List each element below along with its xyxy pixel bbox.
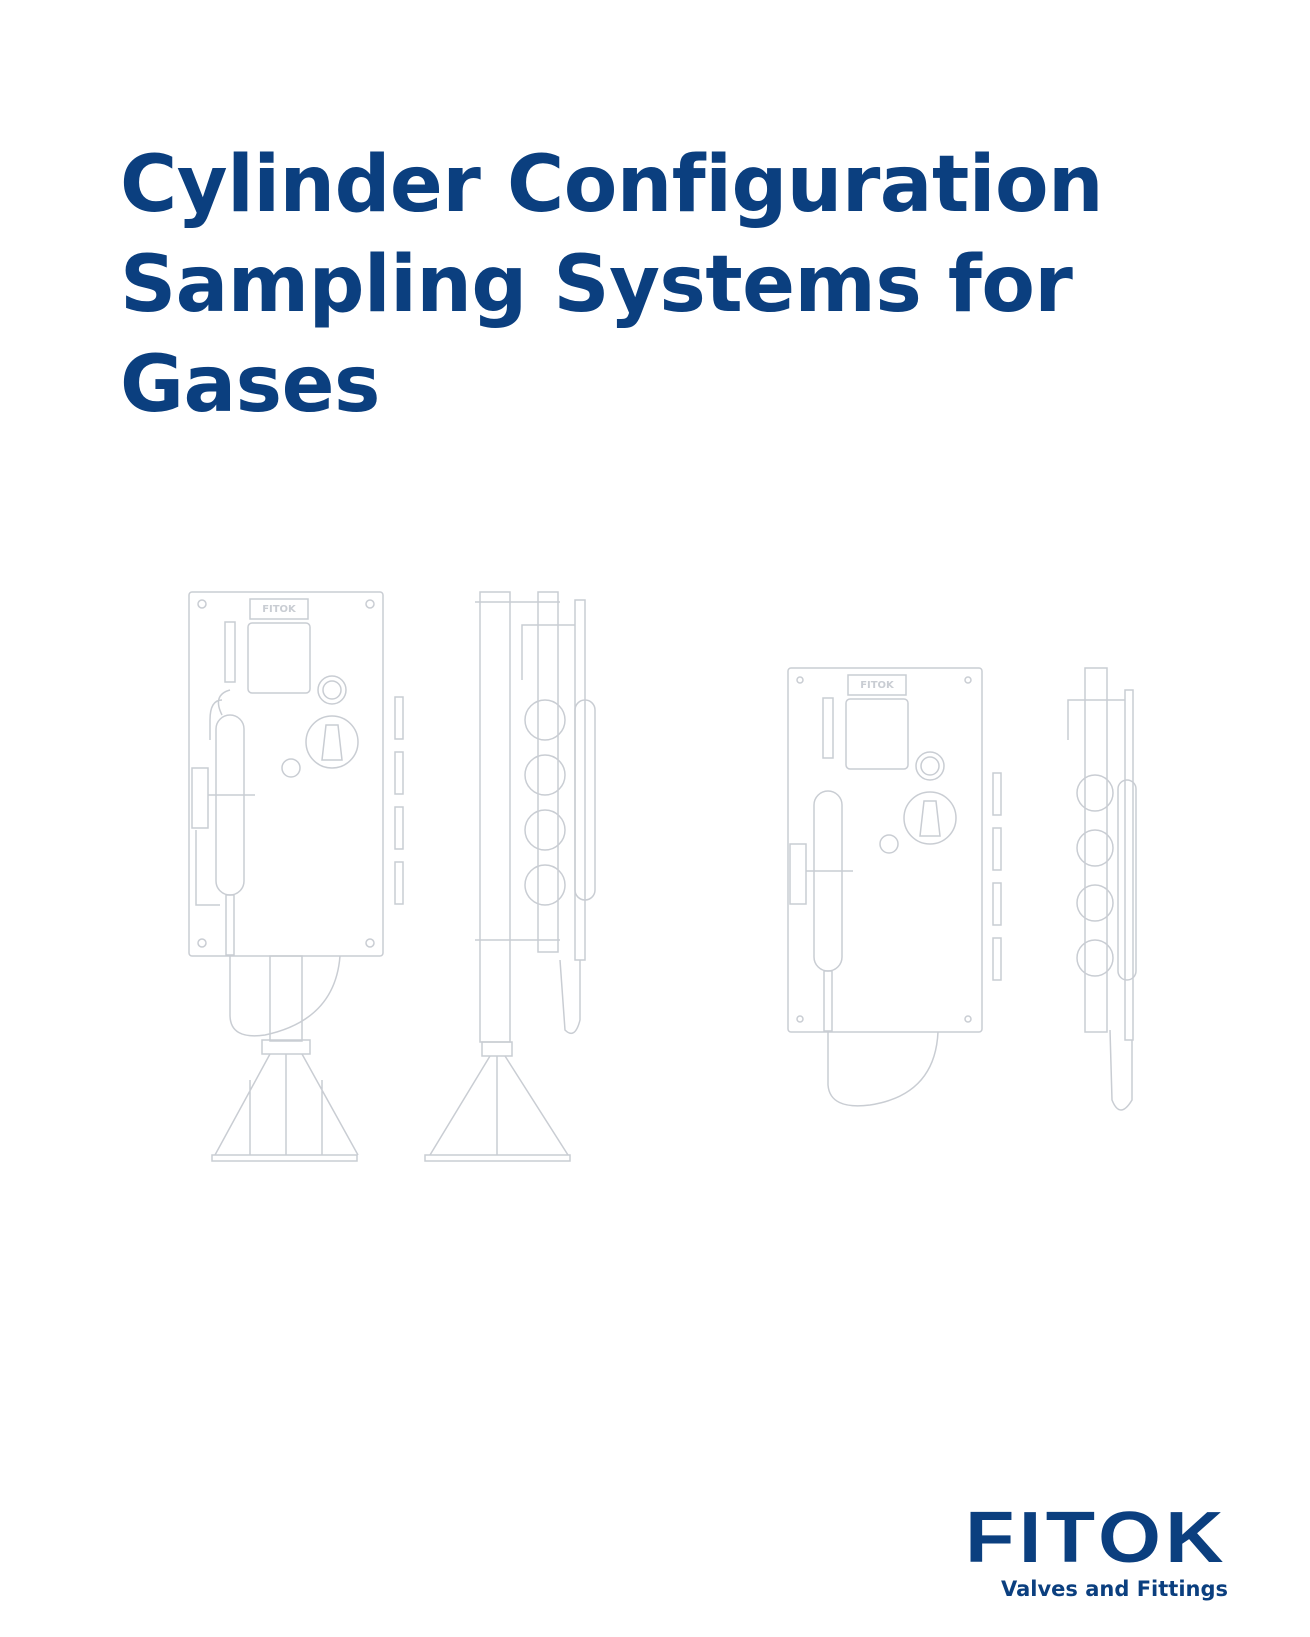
wall-mounted-side-view xyxy=(1067,667,1137,1111)
fitok-logo: FITOK Valves and Fittings xyxy=(948,1502,1228,1601)
document-title: Cylinder Configuration Sampling Systems … xyxy=(120,135,1310,435)
stand-mounted-side-view xyxy=(424,591,596,1162)
logo-tagline: Valves and Fittings xyxy=(1001,1577,1228,1601)
title-line-1: Cylinder Configuration xyxy=(120,140,1104,230)
stand-mounted-front-view: FITOK xyxy=(188,591,404,1162)
panel-brand-label: FITOK xyxy=(262,604,297,615)
logo-wordmark: FITOK xyxy=(965,1498,1228,1578)
panel-brand-label: FITOK xyxy=(860,680,895,691)
wall-mounted-front-view: FITOK xyxy=(787,667,1002,1107)
title-line-2: Sampling Systems for Gases xyxy=(120,240,1073,430)
